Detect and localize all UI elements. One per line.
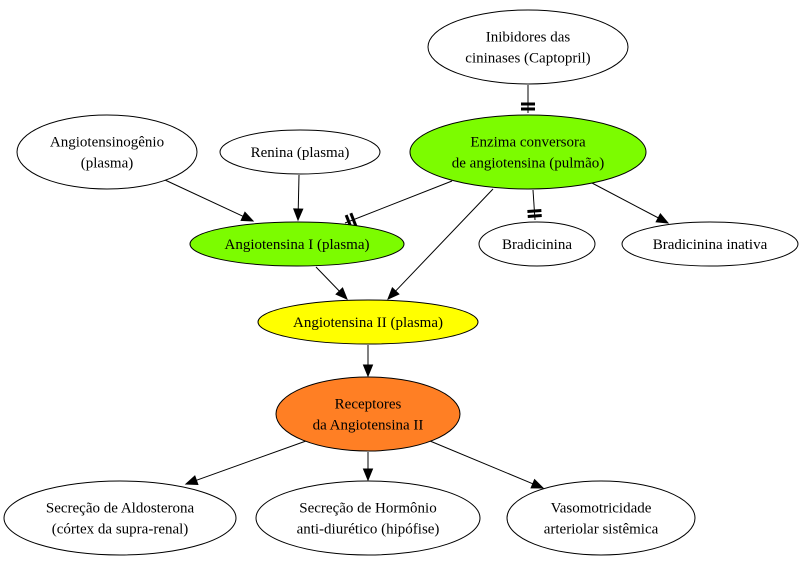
edge-eca-to-bradicinina_inativa <box>591 182 670 224</box>
node-label-line: Enzima conversora <box>470 135 586 151</box>
edge-line <box>164 179 244 217</box>
edge-renina-to-angiotensina1 <box>293 174 304 222</box>
node-label-line: de angiotensina (pulmão) <box>452 156 604 172</box>
arrowhead <box>655 213 670 224</box>
node-ellipse <box>427 9 629 85</box>
arrowhead <box>293 208 304 222</box>
edge-line <box>315 266 340 292</box>
edge-angiotensina1-to-angiotensina2 <box>315 266 348 300</box>
edge-eca-to-angiotensina2 <box>387 188 494 300</box>
node-label-line: cininases (Captopril) <box>465 51 590 67</box>
node-ellipse <box>275 376 461 452</box>
edge-line <box>344 180 453 224</box>
node-label-line: Bradicinina inativa <box>653 237 768 253</box>
node-label-line: Receptores <box>335 397 402 413</box>
node-ellipse <box>16 114 198 190</box>
node-inibidores: Inibidores das cininases (Captopril) <box>427 9 629 85</box>
node-label-line: anti-diurético (hipófise) <box>297 522 440 538</box>
node-label-line: da Angiotensina II <box>313 418 424 434</box>
edge-line <box>395 188 494 292</box>
edge-line <box>297 174 300 210</box>
inhibition-bar <box>527 209 542 213</box>
edge-inibidores-to-eca <box>521 85 535 113</box>
arrowhead <box>184 475 199 486</box>
node-angiotensina2: Angiotensina II (plasma) <box>257 299 479 345</box>
edge-receptores-to-hormonio <box>362 452 374 482</box>
node-label-line: Vasomotricidade <box>551 501 652 517</box>
node-angiotensinogenio: Angiotensinogênio (plasma) <box>16 114 198 190</box>
node-label-line: Secreção de Aldosterona <box>46 501 195 517</box>
node-ellipse <box>478 221 596 267</box>
node-ellipse <box>257 299 479 345</box>
node-renina: Renina (plasma) <box>219 129 381 175</box>
node-ellipse <box>409 114 647 190</box>
node-label-line: (córtex da supra-renal) <box>52 522 189 538</box>
node-ellipse <box>621 221 799 267</box>
node-hormonio: Secreção de Hormônio anti-diurético (hipó… <box>255 480 481 556</box>
arrowhead <box>530 478 545 489</box>
node-label-line: Angiotensina I (plasma) <box>225 237 370 253</box>
edge-receptores-to-vasomotricidade <box>429 440 545 489</box>
inhibition-bar <box>349 212 358 227</box>
node-label-line: Angiotensina II (plasma) <box>293 315 443 331</box>
node-ellipse <box>3 480 237 556</box>
node-label-line: Renina (plasma) <box>251 145 350 161</box>
edge-eca-to-bradicinina <box>527 189 542 221</box>
arrowhead <box>387 287 400 300</box>
edge-line <box>196 440 307 481</box>
arrowhead <box>362 468 374 482</box>
node-angiotensina1: Angiotensina I (plasma) <box>189 221 405 267</box>
node-ellipse <box>189 221 405 267</box>
edge-line <box>591 182 659 219</box>
node-bradicinina: Bradicinina <box>478 221 596 267</box>
node-label-line: Bradicinina <box>502 237 572 253</box>
node-label-line: Inibidores das <box>486 30 571 46</box>
edge-angiotensinogenio-to-angiotensina1 <box>164 179 255 222</box>
arrowhead <box>335 287 348 300</box>
node-label-line: Angiotensinogênio <box>50 135 164 151</box>
node-label-line: (plasma) <box>81 156 133 172</box>
node-eca: Enzima conversora de angiotensina (pulmão… <box>409 114 647 190</box>
node-label-line: arteriolar sistêmica <box>544 522 659 538</box>
nodes-layer: Inibidores das cininases (Captopril) Angio… <box>3 9 799 556</box>
edge-receptores-to-aldosterona <box>184 440 307 486</box>
node-ellipse <box>219 129 381 175</box>
arrowhead <box>240 211 255 222</box>
arrowhead <box>362 364 374 378</box>
node-receptores: Receptores da Angiotensina II <box>275 376 461 452</box>
node-label-line: Secreção de Hormônio <box>299 501 436 517</box>
edge-eca-to-angiotensina1 <box>344 180 453 229</box>
edge-line <box>429 440 534 485</box>
node-bradicinina-inativa: Bradicinina inativa <box>621 221 799 267</box>
node-aldosterona: Secreção de Aldosterona (córtex da supra-… <box>3 480 237 556</box>
node-ellipse <box>255 480 481 556</box>
inhibition-bar <box>527 214 542 218</box>
node-vasomotricidade: Vasomotricidade arteriolar sistêmica <box>506 480 696 556</box>
node-ellipse <box>506 480 696 556</box>
edge-angiotensina2-to-receptores <box>362 345 374 378</box>
